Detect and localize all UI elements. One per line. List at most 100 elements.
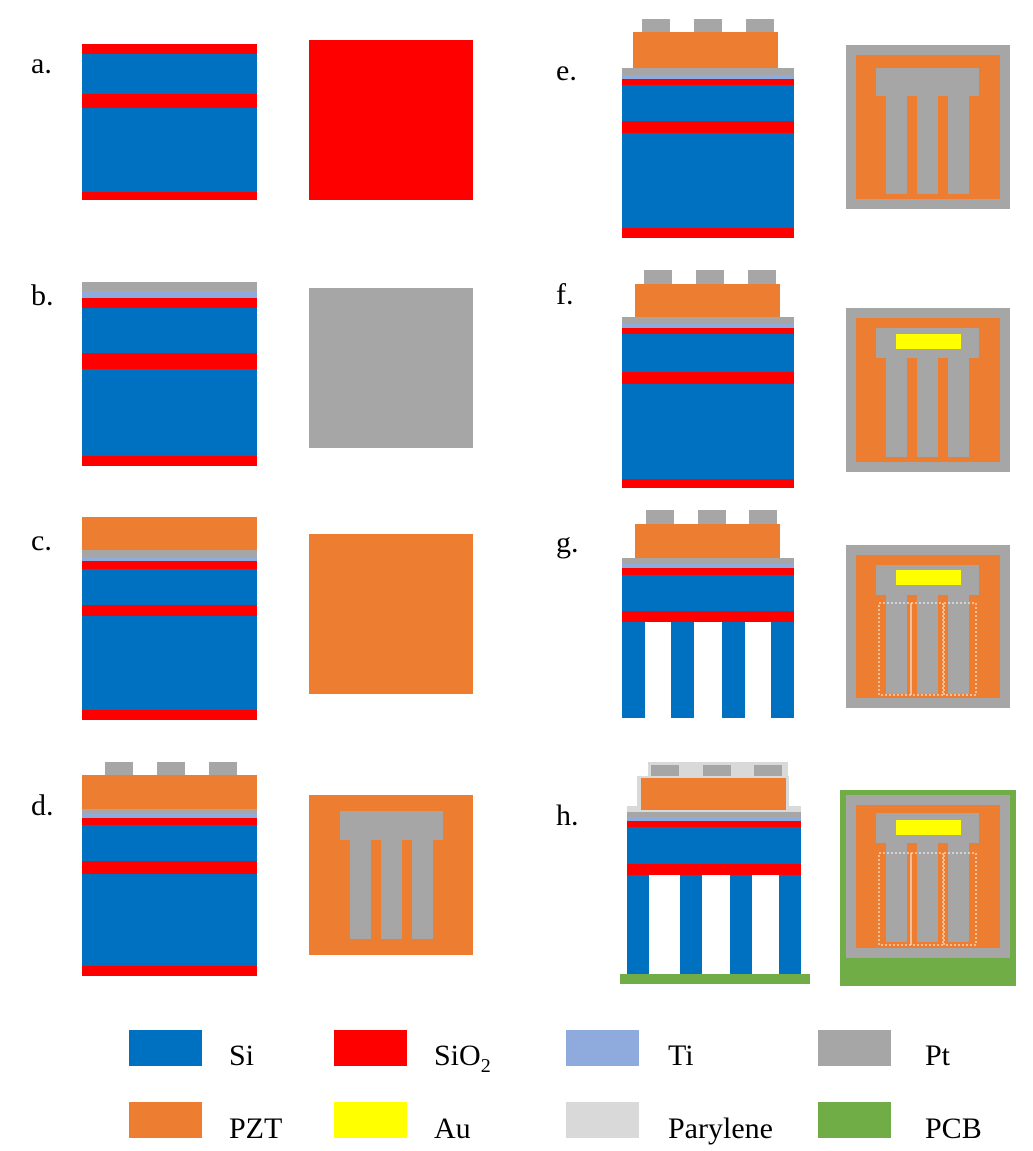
si-pillar bbox=[771, 622, 794, 718]
legend-label-text: PZT bbox=[229, 1112, 282, 1145]
legend-label-au: Au bbox=[434, 1112, 471, 1145]
si-handle-layer bbox=[82, 108, 257, 192]
sio2-top-layer bbox=[82, 44, 257, 54]
step-label: d. bbox=[31, 789, 54, 822]
pcb-substrate bbox=[620, 974, 810, 984]
si-device-layer bbox=[622, 334, 794, 372]
legend-label-pcb: PCB bbox=[925, 1112, 982, 1145]
sio2-top-layer bbox=[622, 79, 794, 85]
pt-layer bbox=[627, 812, 801, 817]
si-handle-layer bbox=[82, 874, 257, 966]
pt-top-electrode bbox=[746, 19, 774, 32]
electrode-finger bbox=[948, 595, 969, 694]
electrode-finger bbox=[886, 843, 907, 942]
pzt-layer bbox=[633, 32, 778, 68]
top-view-b bbox=[309, 288, 473, 448]
cross-section-h bbox=[620, 762, 810, 984]
si-device-layer bbox=[82, 308, 257, 353]
legend-label-text: PCB bbox=[925, 1112, 982, 1145]
pt-layer bbox=[82, 282, 257, 291]
legend-swatch-pt bbox=[818, 1030, 891, 1066]
si-device-layer bbox=[82, 54, 257, 94]
pt-top-electrode bbox=[209, 762, 237, 775]
si-handle-layer bbox=[622, 133, 794, 228]
step-f: f. bbox=[556, 270, 1010, 488]
top-view-c bbox=[309, 534, 473, 694]
electrode-finger bbox=[917, 595, 938, 694]
pzt-layer bbox=[641, 778, 786, 810]
si-pillar bbox=[627, 875, 649, 974]
sio2-top-layer bbox=[622, 568, 794, 575]
step-label: g. bbox=[556, 526, 579, 559]
top-view-g bbox=[846, 545, 1010, 708]
si-handle-layer bbox=[622, 384, 794, 479]
pt-top-electrode bbox=[748, 270, 776, 284]
sio2-bottom-layer bbox=[82, 710, 257, 720]
sio2-bottom-layer bbox=[622, 228, 794, 238]
legend-label-pt: Pt bbox=[925, 1039, 951, 1072]
pt-layer bbox=[622, 317, 794, 324]
si-pillar bbox=[680, 875, 702, 974]
pzt-layer bbox=[635, 524, 780, 558]
top-view-a bbox=[309, 40, 473, 200]
legend-label-text: Au bbox=[434, 1112, 471, 1145]
cross-section-g bbox=[622, 510, 794, 718]
sio2-box-layer bbox=[622, 611, 794, 622]
si-pillar bbox=[779, 875, 801, 974]
pt-layer bbox=[82, 550, 257, 557]
legend-label-text: Parylene bbox=[668, 1112, 773, 1145]
etched-cavity-outline bbox=[910, 602, 944, 696]
electrode-finger bbox=[412, 840, 433, 939]
pt-top-electrode bbox=[694, 19, 722, 32]
legend-swatch-ti bbox=[566, 1030, 639, 1066]
cross-section-e bbox=[622, 19, 794, 238]
legend-item-sio2: SiO2 bbox=[334, 1030, 491, 1077]
pt-layer bbox=[622, 558, 794, 564]
step-label: b. bbox=[31, 279, 54, 312]
top-view-d bbox=[309, 795, 473, 955]
pt-top-electrode bbox=[651, 765, 679, 776]
sio2-top-layer bbox=[82, 561, 257, 569]
top-view-pzt bbox=[309, 534, 473, 694]
step-h: h. bbox=[556, 762, 1016, 986]
legend-swatch-pcb bbox=[818, 1102, 891, 1138]
cross-section-d bbox=[82, 762, 257, 976]
legend-label-subscript: 2 bbox=[481, 1055, 491, 1077]
legend-item-pzt: PZT bbox=[129, 1102, 282, 1145]
pt-top-electrode bbox=[644, 270, 672, 284]
legend-swatch-au bbox=[334, 1102, 407, 1138]
sio2-box-layer bbox=[82, 605, 257, 616]
legend-item-parylene: Parylene bbox=[566, 1102, 773, 1145]
cross-section-f bbox=[622, 270, 794, 488]
sio2-box-layer bbox=[82, 353, 257, 369]
si-device-layer bbox=[622, 85, 794, 121]
si-pillar bbox=[671, 622, 694, 718]
legend-item-pcb: PCB bbox=[818, 1102, 982, 1145]
legend-item-pt: Pt bbox=[818, 1030, 951, 1072]
pt-top-electrode bbox=[696, 270, 724, 284]
ti-layer bbox=[82, 291, 257, 298]
pt-top-electrode bbox=[105, 762, 133, 775]
etched-cavity-outline bbox=[943, 852, 977, 946]
si-device-layer bbox=[622, 575, 794, 611]
step-g: g. bbox=[556, 510, 1010, 718]
sio2-top-layer bbox=[622, 328, 794, 334]
electrode-finger bbox=[381, 840, 402, 939]
step-d: d. bbox=[31, 762, 473, 976]
legend-swatch-sio2 bbox=[334, 1030, 407, 1066]
au-bond-pad bbox=[896, 820, 961, 835]
ti-layer bbox=[82, 814, 257, 818]
legend-label-text: Pt bbox=[925, 1039, 951, 1072]
legend-label-text: Si bbox=[229, 1039, 254, 1072]
legend-label-parylene: Parylene bbox=[668, 1112, 773, 1145]
legend-swatch-si bbox=[129, 1030, 202, 1066]
sio2-top-layer bbox=[627, 821, 801, 827]
step-b: b. bbox=[31, 279, 473, 466]
electrode-finger bbox=[350, 840, 371, 939]
step-label: c. bbox=[31, 524, 52, 557]
legend-label-text: SiO bbox=[434, 1039, 481, 1072]
sio2-bottom-layer bbox=[82, 966, 257, 976]
legend-label-text: Ti bbox=[668, 1039, 694, 1072]
pt-top-electrode bbox=[754, 765, 782, 776]
pt-top-electrode bbox=[646, 510, 674, 524]
